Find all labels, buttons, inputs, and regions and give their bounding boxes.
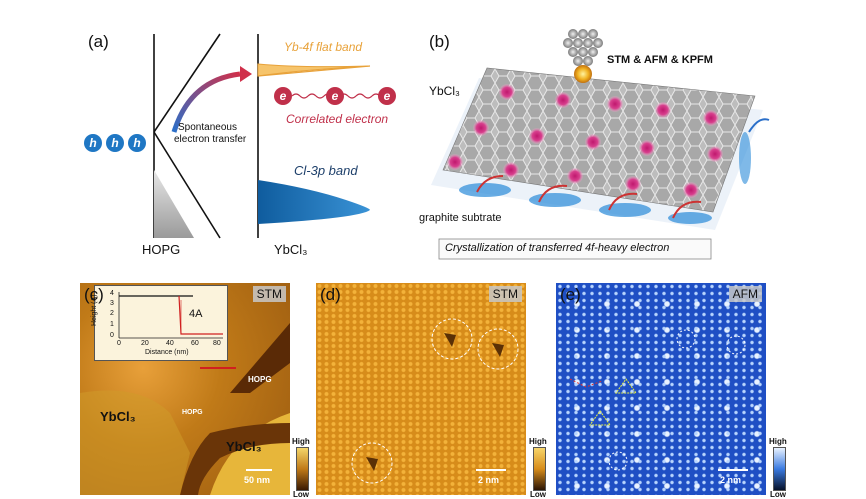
caption-label: Crystallization of transferred 4f-heavy … — [445, 242, 670, 254]
scale-bar — [476, 469, 506, 471]
cbar-high: High — [292, 437, 310, 446]
inset-ytick: 4 — [110, 290, 114, 297]
cbar-high: High — [769, 437, 787, 446]
afm-tip — [563, 29, 603, 83]
panel-d-label: (d) — [320, 285, 341, 304]
inset-xlabel: Distance (nm) — [145, 349, 189, 356]
inset-ytick: 0 — [110, 332, 114, 339]
substrate-label: graphite subtrate — [419, 212, 502, 224]
hopg-label: HOPG — [142, 242, 181, 257]
inset-xtick: 80 — [213, 340, 221, 347]
mode-tag: STM — [252, 286, 286, 302]
inset-ytick: 1 — [110, 321, 114, 328]
stm-terrain — [80, 323, 290, 495]
inset-xtick: 40 — [166, 340, 174, 347]
hole-icon: h — [128, 134, 146, 152]
stm-defects — [351, 318, 519, 484]
hole-icon: h — [106, 134, 124, 152]
height-profile-inset: Height (A) 0 1 2 3 4 0 20 40 60 80 Dista… — [91, 285, 228, 361]
step-height-label: 4A — [189, 308, 203, 320]
scale-label: 2 nm — [720, 475, 742, 485]
tip-label: STM & AFM & KPFM — [607, 54, 713, 66]
panel-c-label: (c) — [84, 285, 104, 304]
scale-bar — [718, 469, 748, 471]
electron-icon: e — [326, 87, 344, 105]
cbar-low: Low — [530, 490, 546, 499]
electron-icon: e — [274, 87, 292, 105]
scale-label: 2 nm — [478, 475, 500, 485]
inset-ytick: 3 — [110, 300, 114, 307]
colorbar-e — [773, 447, 786, 491]
cbar-high: High — [529, 437, 547, 446]
hopg-tag: HOPG — [248, 375, 272, 384]
hopg-tag: HOPG — [182, 409, 203, 416]
colorbar-c — [296, 447, 309, 491]
yb-band-label: Yb-4f flat band — [284, 40, 363, 54]
lattice-schematic — [431, 29, 770, 260]
hole-icon: h — [84, 134, 102, 152]
transfer-label-2: electron transfer — [174, 134, 247, 145]
height-profile-plot — [118, 292, 223, 339]
layer-label: YbCl₃ — [429, 84, 460, 98]
ybcl3-label: YbCl₃ — [274, 242, 308, 257]
cbar-low: Low — [770, 490, 786, 499]
panel-a: (a) — [70, 20, 410, 265]
region-label: YbCl₃ — [226, 439, 262, 454]
transfer-label-1: Spontaneous — [178, 122, 237, 133]
mode-tag: STM — [488, 286, 522, 302]
electron-dots — [447, 84, 723, 198]
scale-label: 50 nm — [244, 475, 271, 485]
inset-xtick: 0 — [117, 340, 121, 347]
profile-line — [200, 367, 236, 369]
panel-b: (b) — [415, 20, 795, 265]
correlated-label: Correlated electron — [286, 112, 389, 126]
inset-xtick: 20 — [141, 340, 149, 347]
panel-d-image: (d) STM 2 nm — [316, 283, 526, 495]
inset-xtick: 60 — [191, 340, 199, 347]
region-label: YbCl₃ — [100, 409, 136, 424]
inset-ytick: 2 — [110, 310, 114, 317]
panel-e-image: (e) AFM 2 nm — [556, 283, 766, 495]
colorbar-d — [533, 447, 546, 491]
panel-b-label: (b) — [429, 32, 450, 51]
cbar-low: Low — [293, 490, 309, 499]
panel-e-label: (e) — [560, 285, 581, 304]
panel-a-label: (a) — [88, 32, 109, 51]
afm-defects — [569, 329, 746, 471]
panel-c-image: Height (A) 0 1 2 3 4 0 20 40 60 80 Dista… — [80, 283, 290, 495]
scale-bar — [246, 469, 272, 471]
electron-icon: e — [378, 87, 396, 105]
cl-band-label: Cl-3p band — [294, 163, 358, 178]
mode-tag: AFM — [728, 286, 762, 302]
